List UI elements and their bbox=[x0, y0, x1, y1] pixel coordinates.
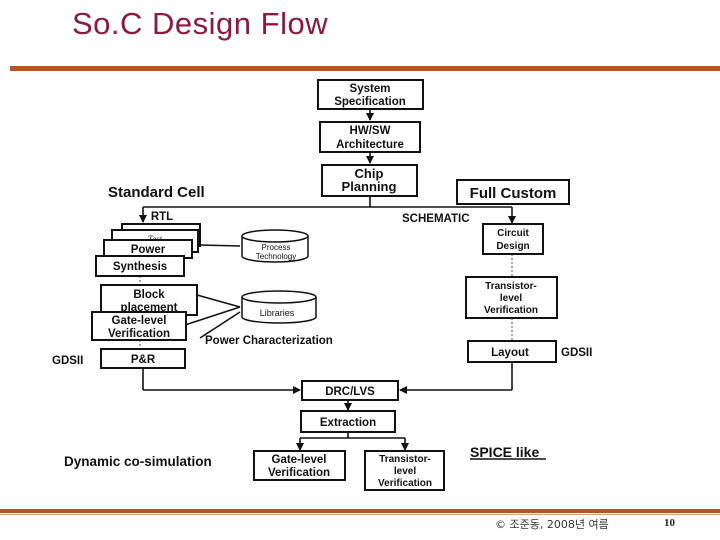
line-block-to-libraries bbox=[196, 294, 241, 308]
gate-level-verification-left-box bbox=[91, 311, 187, 341]
synthesis-box bbox=[95, 255, 185, 277]
circuit-design-line1: Circuit bbox=[497, 228, 529, 239]
gdsii-left-label: GDSII bbox=[52, 355, 83, 367]
gate-verif-bottom-line2: Verification bbox=[268, 467, 330, 479]
footer-divider bbox=[0, 509, 720, 513]
hwsw-line1: HW/SW bbox=[350, 125, 391, 137]
extraction-label: Extraction bbox=[320, 417, 376, 429]
gate-verif-left-line2: Verification bbox=[108, 328, 170, 340]
schematic-label: SCHEMATIC bbox=[402, 213, 470, 225]
block-placement-line1: Block bbox=[133, 289, 165, 301]
transistor-verification-right-box bbox=[465, 276, 558, 319]
line-power-to-process bbox=[199, 244, 241, 247]
full-custom-box bbox=[456, 179, 570, 205]
spice-like-label: SPICE like bbox=[470, 444, 539, 460]
transistor-bottom-line3: Verification bbox=[378, 478, 432, 489]
libraries-label: Libraries bbox=[260, 308, 295, 318]
transistor-right-line3: Verification bbox=[484, 305, 538, 316]
process-tech-line1: Process bbox=[262, 243, 291, 252]
footer-thin-line bbox=[0, 514, 720, 515]
chip-planning-line2: Planning bbox=[342, 179, 397, 194]
page-number: 10 bbox=[664, 517, 675, 529]
gate-verif-left-line1: Gate-level bbox=[112, 315, 167, 327]
process-tech-line2: Technology bbox=[256, 252, 296, 261]
extraction-box bbox=[300, 410, 396, 433]
libraries-cylinder-body bbox=[241, 297, 317, 324]
connectors bbox=[139, 109, 516, 451]
system-spec-line1: System bbox=[350, 83, 391, 95]
transistor-verification-bottom-box bbox=[364, 450, 445, 491]
line-gate-to-libraries bbox=[184, 306, 241, 326]
circuit-design-box bbox=[482, 223, 544, 255]
chip-planning-line1: Chip bbox=[355, 166, 384, 181]
process-cylinder-body bbox=[241, 236, 309, 263]
power-label: Power bbox=[131, 244, 166, 256]
chip-planning-box bbox=[321, 164, 418, 197]
transistor-right-line1: Transistor- bbox=[485, 281, 537, 292]
footer-copyright: © 조준동, 2008년 여름 bbox=[495, 518, 609, 531]
hwsw-architecture-box bbox=[319, 121, 421, 153]
synthesis-label: Synthesis bbox=[113, 261, 167, 273]
hwsw-line2: Architecture bbox=[336, 139, 404, 151]
gdsii-right-label: GDSII bbox=[561, 347, 592, 359]
layout-box bbox=[467, 340, 557, 363]
pnr-box bbox=[100, 348, 186, 369]
pnr-label: P&R bbox=[131, 354, 156, 366]
system-specification-box bbox=[317, 79, 424, 110]
process-technology-db bbox=[241, 229, 309, 263]
transistor-bottom-line1: Transistor- bbox=[379, 454, 431, 465]
line-power-char-to-libraries bbox=[199, 311, 241, 339]
standard-cell-label: Standard Cell bbox=[108, 184, 205, 201]
process-cylinder-top bbox=[241, 229, 309, 243]
dynamic-cosimulation-label: Dynamic co-simulation bbox=[64, 454, 212, 469]
system-spec-line2: Specification bbox=[334, 96, 406, 108]
rtl-label: RTL bbox=[151, 211, 173, 223]
transistor-bottom-line2: level bbox=[394, 466, 416, 477]
power-characterization-label: Power Characterization bbox=[205, 335, 333, 347]
drc-lvs-box bbox=[301, 380, 399, 401]
transistor-right-line2: level bbox=[500, 293, 522, 304]
title-divider bbox=[10, 66, 720, 71]
drc-lvs-label: DRC/LVS bbox=[325, 386, 375, 398]
libraries-cylinder-top bbox=[241, 290, 317, 304]
circuit-design-line2: Design bbox=[496, 241, 529, 252]
libraries-db bbox=[241, 290, 317, 324]
full-custom-label: Full Custom bbox=[470, 185, 557, 202]
gate-verif-bottom-line1: Gate-level bbox=[272, 454, 327, 466]
gate-level-verification-bottom-box bbox=[253, 450, 346, 481]
slide-title: So.C Design Flow bbox=[72, 6, 329, 41]
layout-label: Layout bbox=[491, 347, 529, 359]
